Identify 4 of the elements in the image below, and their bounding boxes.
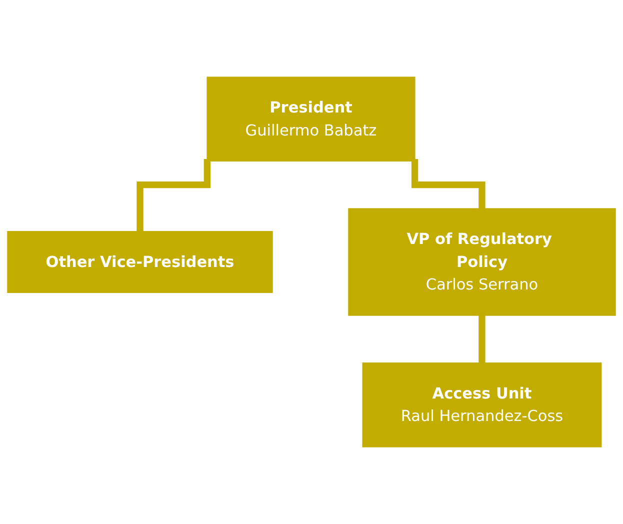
- node-box: Other Vice-Presidents: [7, 231, 273, 293]
- node-box: VP of Regulatory Policy Carlos Serrano: [348, 208, 616, 316]
- node-box: President Guillermo Babatz: [206, 76, 416, 162]
- node-box: Access Unit Raul Hernandez-Coss: [362, 362, 602, 448]
